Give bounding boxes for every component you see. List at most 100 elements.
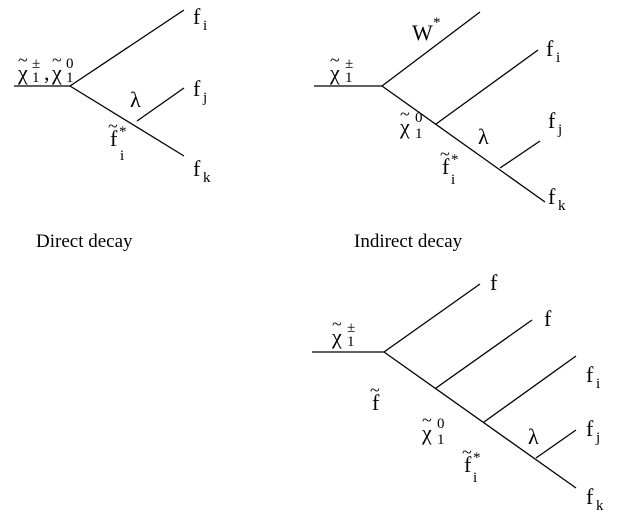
index-subscript: k: [203, 170, 211, 186]
f-symbol: f: [548, 184, 556, 209]
propagator-label: ~ f * i: [462, 442, 481, 486]
outgoing-fk: f k: [548, 184, 566, 214]
star-superscript: *: [433, 15, 441, 31]
index-subscript: 1: [66, 70, 74, 86]
outgoing-fj: f j: [548, 108, 562, 138]
index-subscript: 1: [437, 432, 445, 448]
index-subscript: i: [203, 18, 207, 34]
index-subscript: k: [558, 198, 566, 214]
outgoing-fi: f i: [546, 36, 560, 66]
outgoing-line-fi: [483, 355, 577, 423]
outgoing-line-fj: [535, 429, 577, 459]
star-superscript: *: [451, 152, 459, 168]
outgoing-f1: f: [490, 270, 498, 295]
indirect-decay-caption: Indirect decay: [354, 231, 463, 252]
separator: ,: [44, 60, 50, 85]
propagator-label: ~ f * i: [108, 116, 127, 164]
chi-symbol: χ: [17, 60, 28, 85]
index-subscript: j: [202, 90, 207, 106]
index-subscript: k: [596, 498, 604, 514]
charge-superscript: 0: [437, 416, 445, 432]
outgoing-line-fi: [69, 9, 185, 87]
lambda-coupling: λ: [528, 424, 539, 449]
f-symbol: f: [442, 154, 450, 179]
index-subscript: 1: [347, 334, 355, 350]
chi-symbol: χ: [421, 420, 432, 445]
chi-symbol: χ: [329, 60, 340, 85]
f-symbol: f: [546, 36, 554, 61]
f-symbol: f: [490, 270, 498, 295]
outgoing-fj: f j: [586, 416, 600, 446]
svg-text:~: ~: [52, 50, 62, 70]
index-subscript: i: [451, 172, 455, 188]
main-chain-line: [383, 351, 577, 489]
direct-decay-caption: Direct decay: [36, 231, 133, 252]
charge-superscript: ±: [345, 56, 353, 72]
outgoing-fk: f k: [193, 156, 211, 186]
svg-text:~: ~: [440, 144, 450, 164]
svg-text:~: ~: [330, 50, 340, 70]
svg-text:~: ~: [462, 442, 472, 462]
f-symbol: f: [372, 390, 380, 415]
index-subscript: j: [595, 430, 600, 446]
w-boson-line: [381, 11, 481, 87]
sfermion-label: ~ f: [370, 380, 380, 415]
incoming-label: ~ χ ± 1: [331, 314, 355, 350]
incoming-label: ~ χ ± 1: [329, 50, 353, 86]
outgoing-fi: f i: [586, 362, 600, 392]
direct-decay-diagram: ~ χ ± 1 , ~ χ 0 1 ~ f * i λ f i f j f k: [14, 4, 211, 252]
index-subscript: i: [473, 470, 477, 486]
f-symbol: f: [548, 108, 556, 133]
intermediate-label: ~ χ 0 1: [421, 410, 445, 448]
index-subscript: j: [557, 122, 562, 138]
outgoing-line-fj: [499, 140, 541, 169]
f-symbol: f: [193, 4, 201, 29]
charge-superscript: ±: [347, 320, 355, 336]
f-symbol: f: [193, 76, 201, 101]
svg-text:~: ~: [422, 410, 432, 430]
charge-superscript: 0: [66, 56, 74, 72]
propagator-line: [69, 85, 185, 157]
f-symbol: f: [586, 416, 594, 441]
lambda-coupling: λ: [130, 87, 141, 112]
intermediate-label: ~ χ 0 1: [399, 104, 423, 142]
chi-symbol: χ: [331, 324, 342, 349]
index-subscript: i: [596, 376, 600, 392]
main-chain-line: [381, 85, 546, 203]
star-superscript: *: [119, 124, 127, 140]
index-subscript: i: [120, 148, 124, 164]
chi-symbol: χ: [51, 60, 62, 85]
outgoing-fj: f j: [193, 76, 207, 106]
svg-text:~: ~: [400, 104, 410, 124]
outgoing-f2: f: [544, 306, 552, 331]
charge-superscript: ±: [32, 56, 40, 72]
lambda-coupling: λ: [478, 124, 489, 149]
charge-superscript: 0: [415, 110, 423, 126]
chi-symbol: χ: [399, 114, 410, 139]
outgoing-fi: f i: [193, 4, 207, 34]
f-symbol: f: [586, 484, 594, 509]
index-subscript: 1: [345, 70, 353, 86]
w-boson-label: W *: [412, 15, 441, 45]
f-symbol: f: [586, 362, 594, 387]
incoming-label: ~ χ ± 1 , ~ χ 0 1: [17, 50, 74, 86]
sfermion-decay-diagram: ~ χ ± 1 ~ f ~ χ 0 1 ~ f * i λ f f f: [312, 270, 604, 514]
indirect-decay-diagram: ~ χ ± 1 W * ~ χ 0 1 ~ f * i λ f i f j: [314, 11, 566, 252]
f-symbol: f: [110, 126, 118, 151]
w-symbol: W: [412, 20, 433, 45]
index-subscript: 1: [415, 126, 423, 142]
propagator-label: ~ f * i: [440, 144, 459, 188]
svg-text:~: ~: [18, 50, 28, 70]
outgoing-line-f2: [435, 319, 533, 389]
svg-text:~: ~: [370, 380, 380, 400]
f-symbol: f: [544, 306, 552, 331]
svg-text:~: ~: [332, 314, 342, 334]
outgoing-line-fj: [136, 87, 185, 122]
outgoing-fk: f k: [586, 484, 604, 514]
svg-text:~: ~: [108, 116, 118, 136]
f-symbol: f: [464, 452, 472, 477]
outgoing-line-f1: [383, 283, 481, 353]
index-subscript: 1: [32, 70, 40, 86]
star-superscript: *: [473, 450, 481, 466]
